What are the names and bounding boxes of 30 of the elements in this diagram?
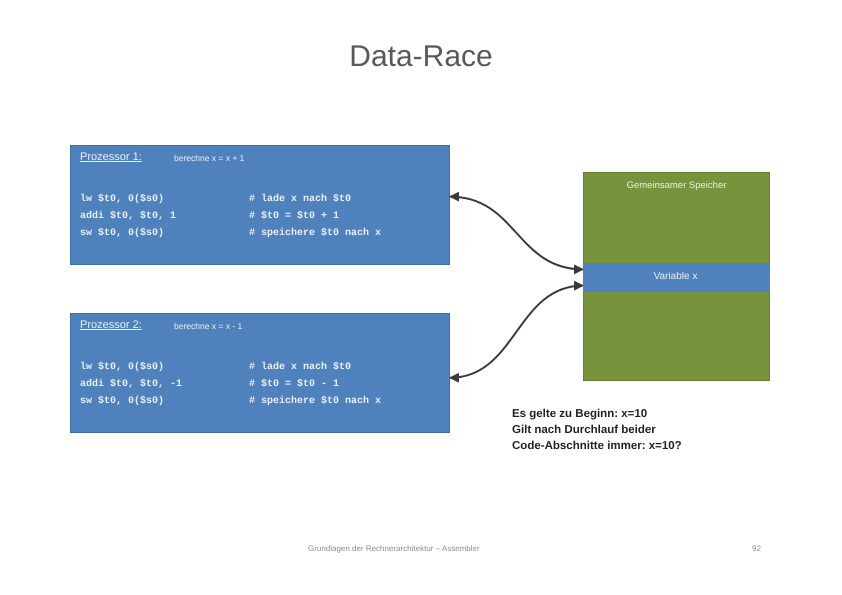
memory-box — [583, 172, 770, 381]
note-text: Code-Abschnitte immer: x=10? — [512, 440, 682, 452]
code-line: sw $t0, 0($s0) — [80, 228, 164, 239]
code-line: sw $t0, 0($s0) — [80, 396, 164, 407]
code-comment: # lade x nach $t0 — [249, 362, 352, 373]
processor-box — [70, 313, 450, 433]
variable-band — [583, 263, 770, 292]
curved-arrow — [449, 192, 584, 274]
page-number: 92 — [752, 544, 761, 553]
code-comment: # $t0 = $t0 + 1 — [249, 211, 340, 222]
code-comment: # lade x nach $t0 — [249, 194, 352, 205]
box-heading: Gemeinsamer Speicher — [626, 180, 728, 191]
task-text: berechne x = x + 1 — [174, 153, 244, 163]
code-line: addi $t0, $t0, 1 — [80, 211, 176, 222]
band-label: Variable x — [652, 271, 698, 282]
code-line: addi $t0, $t0, -1 — [80, 379, 182, 390]
box-heading: Prozessor 1: — [80, 151, 142, 163]
code-line: lw $t0, 0($s0) — [80, 194, 164, 205]
curved-arrow — [449, 282, 584, 382]
box-heading: Prozessor 2: — [80, 319, 142, 331]
task-text: berechne x = x - 1 — [174, 321, 242, 331]
footer-text: Grundlagen der Rechnerarchitektur ‒ Assembler — [308, 544, 480, 553]
slide-title: Data-Race — [348, 40, 494, 74]
note-text: Gilt nach Durchlauf beider — [512, 424, 656, 436]
processor-box — [70, 145, 450, 265]
code-line: lw $t0, 0($s0) — [80, 362, 164, 373]
code-comment: # speichere $t0 nach x — [249, 228, 382, 239]
note-text: Es gelte zu Beginn: x=10 — [512, 408, 648, 420]
code-comment: # $t0 = $t0 - 1 — [249, 379, 340, 390]
code-comment: # speichere $t0 nach x — [249, 396, 382, 407]
